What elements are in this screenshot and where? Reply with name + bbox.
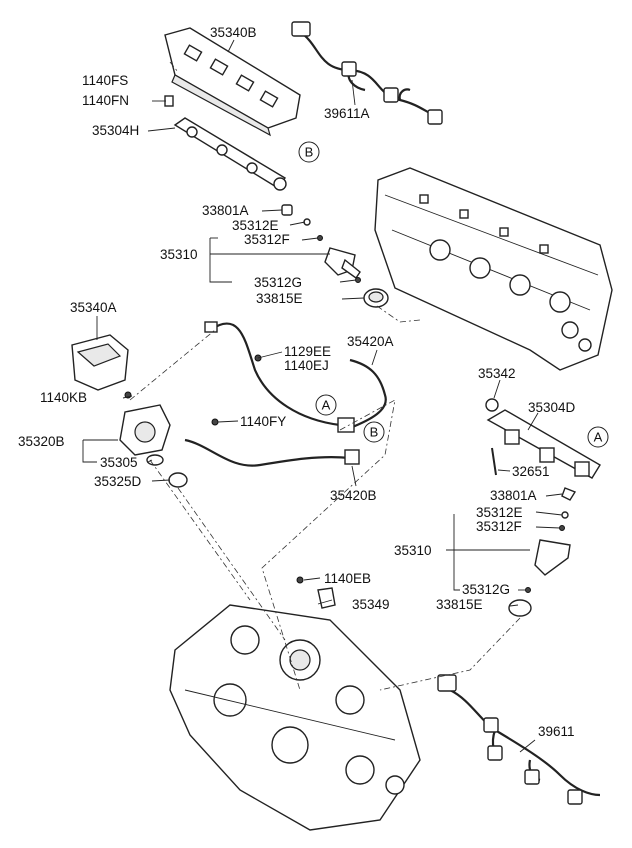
label-33815E-bottom: 33815E <box>436 597 483 612</box>
label-1129EE: 1129EE <box>284 344 331 359</box>
wiring-harness-39611 <box>437 674 601 805</box>
label-1140FS: 1140FS <box>82 73 128 88</box>
label-35305: 35305 <box>100 455 138 470</box>
callout-b-top <box>298 141 320 163</box>
part-labels: 35340B 39611A 1140FS 1140FN 35304H 33801… <box>18 25 576 739</box>
label-1140EJ: 1140EJ <box>284 358 329 373</box>
injector-assembly-top <box>281 204 389 308</box>
callout-a-mid <box>315 394 337 416</box>
high-pressure-pump-35320B <box>119 391 188 488</box>
engine-cover-35340B <box>164 27 301 137</box>
label-1140EB: 1140EB <box>324 571 371 586</box>
label-1140FY: 1140FY <box>240 414 286 429</box>
label-35310-top: 35310 <box>160 247 198 262</box>
fuel-rail-35304H <box>164 95 287 191</box>
label-33815E-top: 33815E <box>256 291 303 306</box>
label-35312E-top: 35312E <box>232 218 279 233</box>
cylinder-head-upper <box>374 167 613 371</box>
wiring-harness-39611A <box>291 21 443 125</box>
label-35420A: 35420A <box>347 334 394 349</box>
label-33801A-top: 33801A <box>202 203 249 218</box>
callout-b-mid-text: B <box>370 425 379 440</box>
label-35310-bottom: 35310 <box>394 543 432 558</box>
label-35349: 35349 <box>352 597 390 612</box>
label-35312G-top: 35312G <box>254 275 302 290</box>
label-35342: 35342 <box>478 366 516 381</box>
label-35312G-bottom: 35312G <box>462 582 510 597</box>
label-35420B: 35420B <box>330 488 377 503</box>
label-35320B: 35320B <box>18 434 65 449</box>
engine-block-lower <box>169 604 421 831</box>
label-1140KB: 1140KB <box>40 390 87 405</box>
label-32651: 32651 <box>512 464 550 479</box>
callout-b-mid <box>363 421 385 443</box>
label-35304D: 35304D <box>528 400 576 415</box>
label-35312F-bottom: 35312F <box>476 519 522 534</box>
callout-a-right <box>587 426 609 448</box>
label-35325D: 35325D <box>94 474 142 489</box>
callout-b-top-text: B <box>305 145 314 160</box>
label-39611: 39611 <box>538 724 575 739</box>
callout-a-mid-text: A <box>322 398 331 413</box>
fuel-rail-35304D <box>485 398 601 479</box>
injector-assembly-bottom <box>508 487 577 617</box>
callout-circles: B A B A <box>298 141 609 448</box>
label-33801A-bottom: 33801A <box>490 488 537 503</box>
label-39611A: 39611A <box>324 106 370 121</box>
callout-a-right-text: A <box>594 430 603 445</box>
label-35304H: 35304H <box>92 123 139 138</box>
leader-lines <box>82 39 563 753</box>
label-35312F-top: 35312F <box>244 232 290 247</box>
pump-cover-35340A <box>71 334 129 391</box>
fuel-line-35420B <box>184 418 360 467</box>
label-35312E-bottom: 35312E <box>476 505 523 520</box>
connection-dashed-lines <box>129 61 521 691</box>
label-35340A: 35340A <box>70 300 117 315</box>
label-35340B: 35340B <box>210 25 257 40</box>
label-1140FN: 1140FN <box>82 93 129 108</box>
